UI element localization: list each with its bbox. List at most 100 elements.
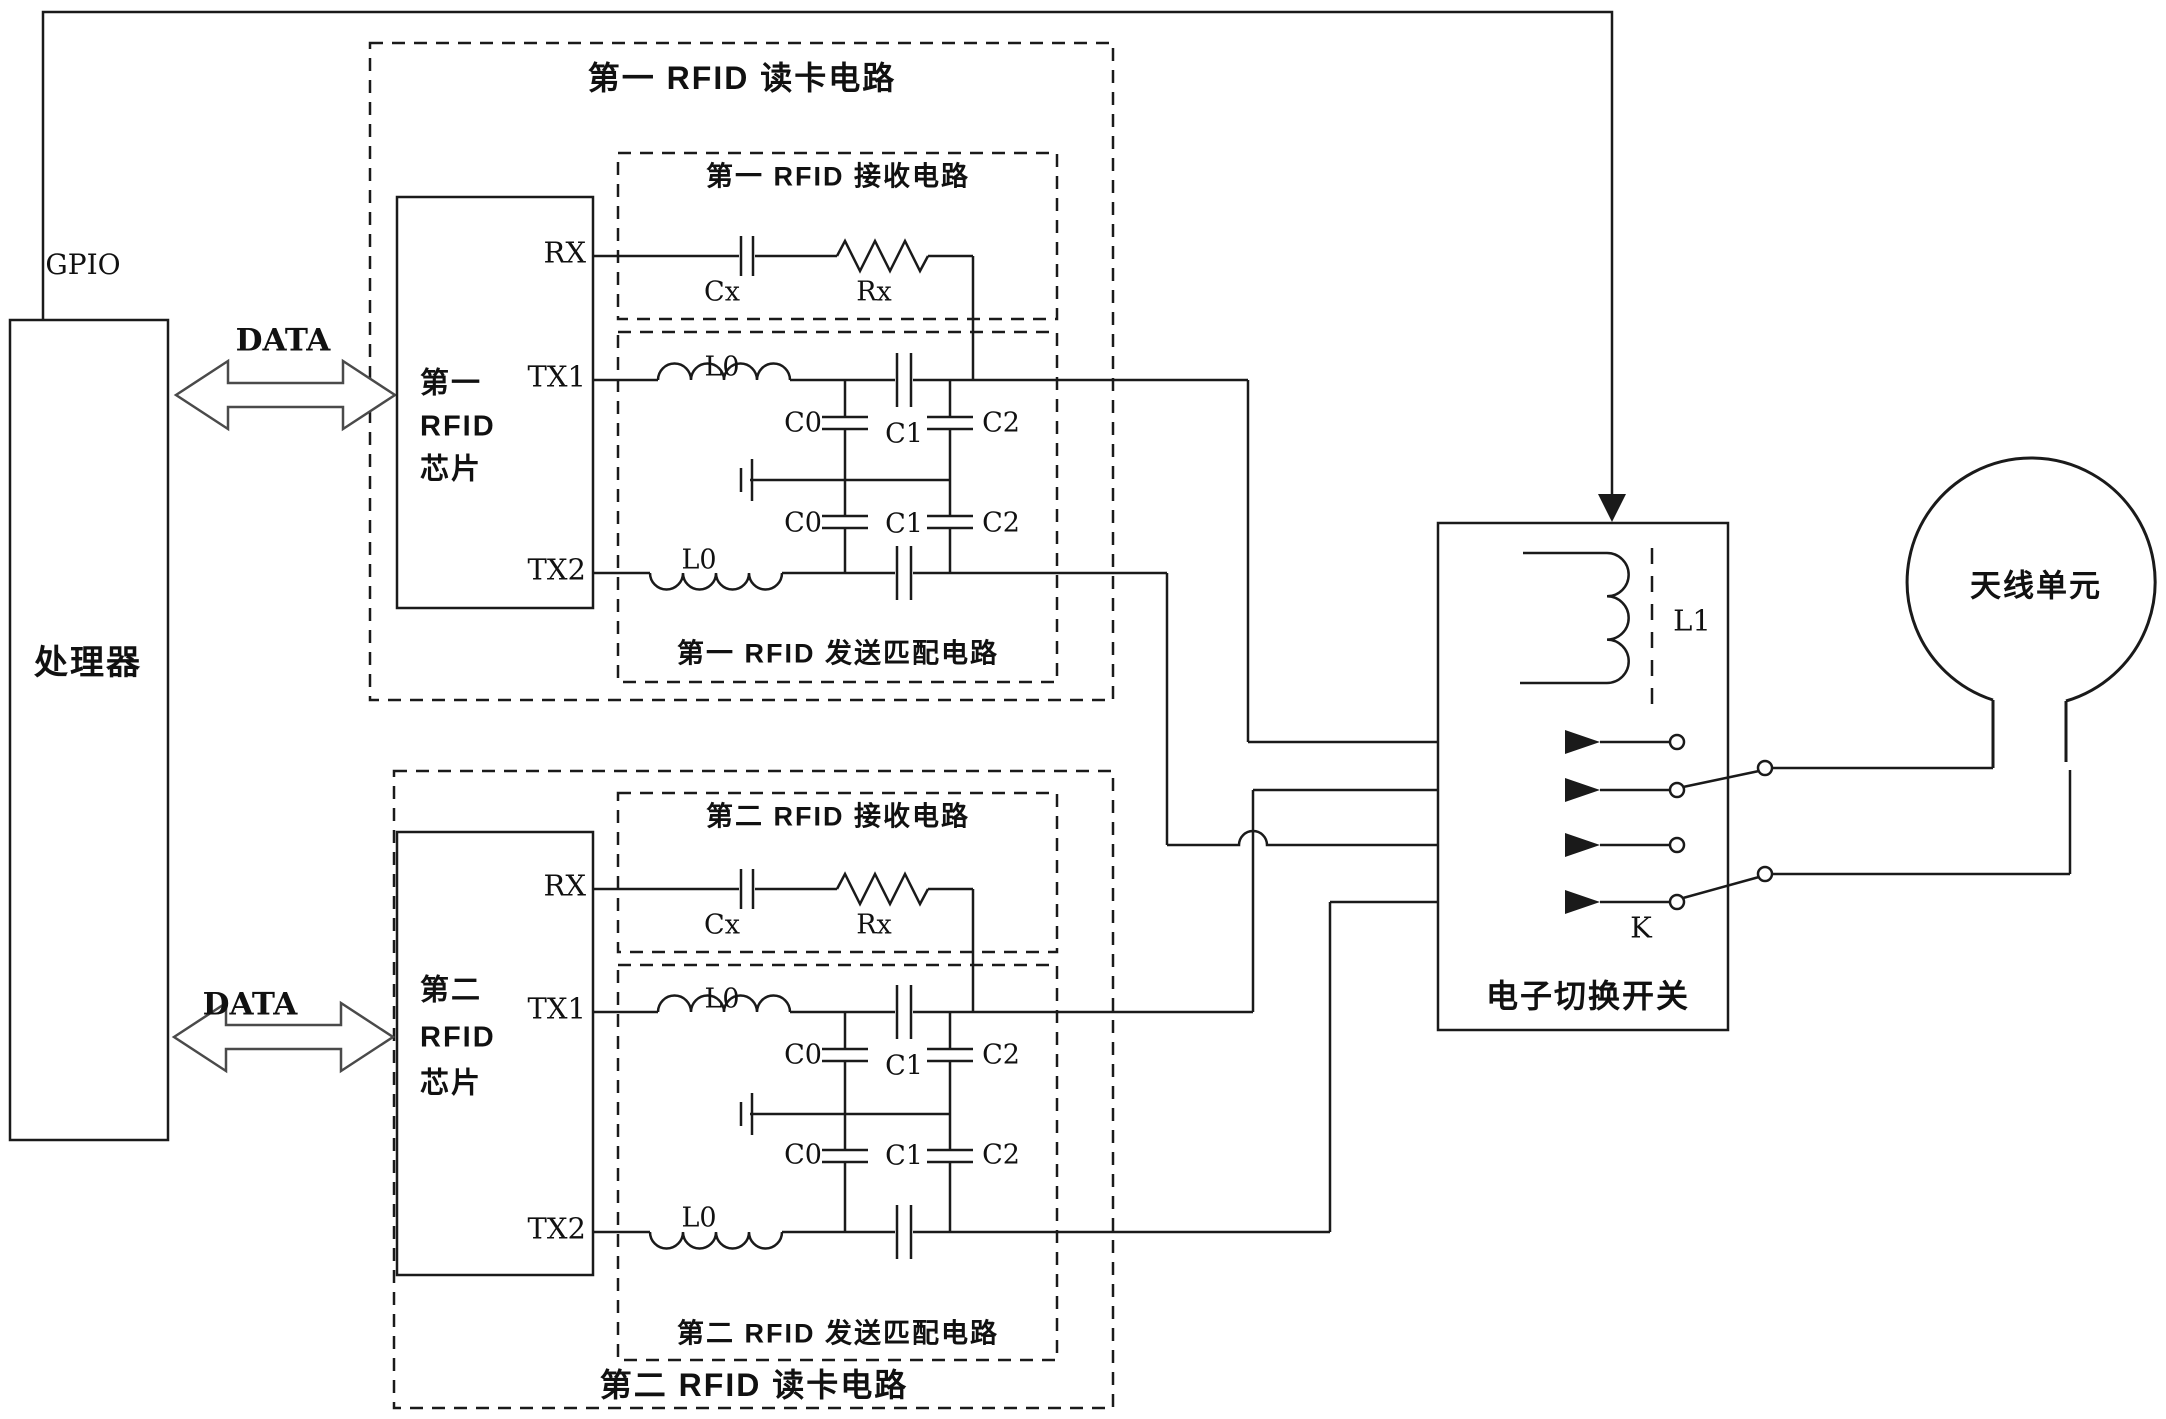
ground-symbol-1 [739,459,754,501]
switch-contacts [1565,730,1774,914]
chip1-pin-tx1: TX1 [527,359,586,394]
contact-arrow-1 [1565,730,1600,754]
reader1-receive-path [593,236,975,380]
capacitor-cx-1 [739,236,755,276]
contact-arrow-3 [1565,833,1600,857]
switch-box [1436,521,1730,1032]
contact-terminal-4 [1668,893,1686,911]
chip2-label-line2: RFID [420,1021,496,1054]
gpio-wire [41,10,1626,522]
reader2-ground [739,1093,950,1135]
label-l0-tx1-1: L0 [704,351,740,383]
processor-box [8,318,170,1142]
chip2-label-line3: 芯片 [420,1067,483,1100]
contact-terminal-3 [1668,836,1686,854]
label-rx-2: Rx [856,909,892,941]
label-c2-tx2-1: C2 [982,507,1020,539]
capacitor-c1-tx2-2 [895,1205,913,1259]
resistor-rx-2 [835,871,930,907]
label-c1-tx2-2: C1 [885,1140,923,1172]
chip1-pin-tx2: TX2 [527,552,586,587]
capacitor-c0-tx2-1 [822,514,868,530]
antenna-feed-wires [1772,766,2072,876]
relay-coil-l1 [1520,548,1654,706]
label-cx-1: Cx [704,276,740,308]
label-c2-tx1-1: C2 [982,407,1020,439]
chip1-label-line2: RFID [420,410,496,443]
label-c2-tx1-2: C2 [982,1039,1020,1071]
reader2-tx1-path [593,788,1565,1114]
capacitor-c2-tx1-1 [927,415,973,431]
reader2-title: 第二 RFID 读卡电路 [599,1367,909,1403]
capacitor-c1-tx1-2 [895,985,913,1039]
label-c0-tx2-2: C0 [784,1139,822,1171]
common-terminal-1 [1756,759,1774,777]
label-l1: L1 [1673,603,1711,638]
data-bus-arrow-2 [171,1000,396,1074]
contact-arrow-2 [1565,778,1600,802]
label-c1-tx2-1: C1 [885,508,923,540]
reader1-boundary [368,41,1115,702]
inductor-l0-tx2-1 [648,572,784,591]
capacitor-c0-tx1-1 [822,415,868,431]
label-c2-tx2-2: C2 [982,1139,1020,1171]
common-terminal-2 [1756,865,1774,883]
reader2-receive-path [593,869,975,1012]
chip1-label-line1: 第一 [420,367,483,400]
chip2-label-line1: 第二 [420,974,483,1007]
label-l0-tx2-2: L0 [681,1202,717,1234]
label-c1-tx1-2: C1 [885,1050,923,1082]
inductor-l0-tx2-2 [648,1231,784,1250]
chip1-label-line3: 芯片 [420,453,483,486]
capacitor-c1-tx1-1 [895,353,913,407]
contact-terminal-1 [1668,733,1686,751]
matching1-title: 第一 RFID 发送匹配电路 [677,638,999,669]
contact-terminal-2 [1668,781,1686,799]
chip2-pin-rx: RX [543,868,586,903]
gpio-arrowhead [1598,494,1626,522]
label-c0-tx1-2: C0 [784,1039,822,1071]
chip1-box [395,195,595,610]
chip1-pin-rx: RX [543,235,586,270]
inductor-l0-tx1-1 [656,362,792,381]
reader1-tx1-path [593,353,1565,744]
label-k: K [1630,910,1652,945]
ground-symbol-2 [739,1093,754,1135]
reader1-ground [739,459,950,501]
receive2-boundary [616,791,1059,954]
capacitor-c1-tx2-1 [895,546,913,600]
resistor-rx-1 [835,238,930,274]
capacitor-cx-2 [739,869,755,909]
label-c0-tx1-1: C0 [784,407,822,439]
label-c1-tx1-1: C1 [885,418,923,450]
label-rx-1: Rx [856,276,892,308]
data-bus-label-1: DATA [235,322,331,359]
reader2-boundary [392,769,1115,1410]
switch-blades [1682,769,1760,900]
inductor-l0-tx1-2 [656,994,792,1013]
switch-title: 电子切换开关 [1485,978,1691,1014]
label-c0-tx2-1: C0 [784,507,822,539]
capacitor-c2-tx2-1 [927,514,973,530]
data-bus-label-2: DATA [202,986,298,1023]
label-l0-tx1-2: L0 [704,983,740,1015]
label-l0-tx2-1: L0 [681,544,717,576]
receive2-title: 第二 RFID 接收电路 [706,801,970,832]
processor-label: 处理器 [34,644,142,682]
chip2-box [395,830,595,1277]
capacitor-c0-tx2-2 [822,1148,868,1164]
matching2-title: 第二 RFID 发送匹配电路 [677,1318,999,1349]
receive1-boundary [616,151,1059,321]
reader2-tx2-path [593,900,1565,1259]
gpio-port-label: GPIO [45,248,121,281]
capacitor-c0-tx1-2 [822,1047,868,1063]
reader1-title: 第一 RFID 读卡电路 [587,60,897,96]
antenna-label: 天线单元 [1970,568,2102,604]
label-cx-2: Cx [704,909,740,941]
capacitor-c2-tx2-2 [927,1148,973,1164]
reader1-tx2-path [593,480,1565,847]
data-bus-arrow-1 [173,358,398,432]
chip2-pin-tx2: TX2 [527,1211,586,1246]
